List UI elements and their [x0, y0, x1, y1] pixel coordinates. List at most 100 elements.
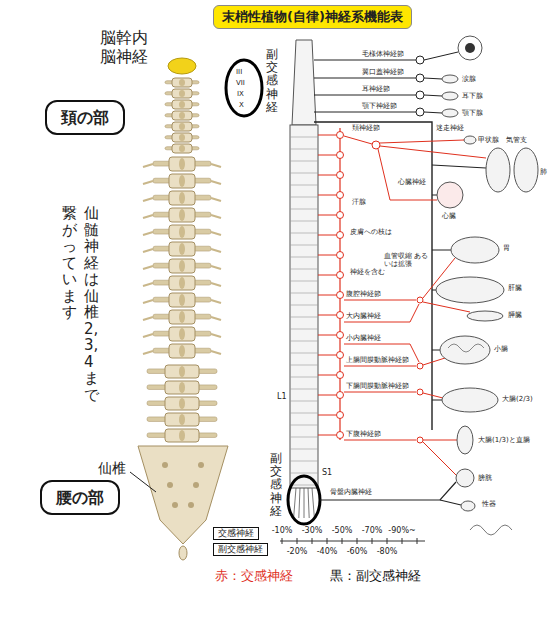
rib-stub	[211, 232, 221, 235]
cord-segment	[290, 473, 318, 474]
heart	[437, 182, 463, 208]
nerve-line	[380, 146, 486, 158]
organ-label: 膀胱	[478, 474, 492, 482]
scale-tick	[282, 538, 283, 544]
gland	[442, 75, 458, 83]
liver	[436, 277, 504, 303]
rib-stub	[211, 198, 221, 201]
chain-ganglion	[337, 332, 344, 339]
scale-tick	[312, 538, 313, 544]
vertebra	[169, 293, 195, 307]
cord-segment	[290, 257, 318, 258]
scale-tick	[357, 538, 358, 544]
nerve-line	[318, 155, 336, 156]
ganglion-label: 顎下神経節	[362, 102, 397, 110]
nerve-line	[344, 440, 416, 441]
cauda-fiber	[294, 488, 296, 518]
ganglion-label: 上腸間膜動脈神経節	[346, 356, 409, 364]
nerve-line	[318, 415, 336, 416]
vertebra	[169, 208, 195, 222]
vertebra	[172, 89, 192, 98]
nerve-line	[314, 78, 416, 79]
nerve-label: 副交感神経	[270, 452, 282, 518]
chain-ganglion	[337, 152, 344, 159]
rectum	[457, 426, 473, 454]
vertebra	[169, 327, 195, 341]
cord-segment	[290, 365, 318, 366]
ganglion	[416, 91, 424, 99]
scale-tick	[342, 538, 343, 544]
box-text: 交感神経	[218, 528, 254, 539]
cord-segment	[290, 173, 318, 174]
vertebra	[165, 413, 199, 426]
note-text: 神経を含む	[350, 268, 385, 276]
cauda-fiber	[299, 488, 300, 518]
nerve-line	[318, 355, 336, 356]
cord-segment	[290, 149, 318, 150]
organ-label: 涙腺	[462, 75, 476, 83]
bladder	[456, 469, 474, 487]
scale-value: -20%	[287, 547, 308, 557]
gland	[442, 92, 458, 100]
box-text: 腰の部	[56, 488, 104, 507]
rib-stub	[211, 300, 221, 303]
sacral-foramen	[167, 482, 173, 488]
brainstem	[292, 40, 316, 125]
cord-segment	[290, 401, 318, 402]
vertebra	[169, 242, 195, 256]
nerve-line	[380, 140, 464, 143]
sacral-foramen	[172, 502, 178, 508]
ganglion-label: 下腹神経節	[346, 430, 381, 438]
rib-stub	[143, 198, 153, 201]
vertebra	[165, 381, 199, 394]
nerve-line	[432, 400, 442, 401]
note-text: 血管収縮 あるいは拡張	[384, 252, 430, 269]
eye	[458, 36, 482, 60]
rib-stub	[143, 283, 153, 286]
spinous-process	[179, 328, 185, 340]
cord-segment	[290, 485, 318, 486]
spinous-process	[179, 294, 185, 306]
rib-stub	[143, 249, 153, 252]
nerve-line	[318, 295, 336, 296]
nerve-label: 副交感神経	[266, 48, 278, 114]
rib-stub	[143, 181, 153, 184]
chain-ganglion	[337, 272, 344, 279]
rib-stub	[211, 181, 221, 184]
cord-segment	[290, 293, 318, 294]
highlight-circle	[288, 476, 320, 524]
genital	[461, 501, 475, 511]
nerve-line	[344, 392, 416, 393]
nerve-line	[440, 500, 461, 505]
segment-label: L1	[277, 392, 287, 402]
scale-value: -80%	[377, 547, 398, 557]
organ-label: 汗腺	[352, 198, 366, 206]
spinous-process	[179, 101, 185, 108]
stomach	[451, 237, 499, 263]
ganglion-label: 迷走神経	[436, 124, 464, 132]
nerve-line	[344, 304, 419, 322]
ganglion-label: 翼口蓋神経節	[362, 68, 404, 76]
cord-segment	[290, 353, 318, 354]
vertebra	[172, 111, 192, 120]
vertebra	[165, 397, 199, 410]
chain-ganglion	[337, 352, 344, 359]
scale-value: -70%	[362, 526, 383, 536]
box-text: 副交感神経	[218, 544, 263, 555]
organ-label: 肺	[540, 168, 547, 176]
legend-note: 赤：交感神経	[215, 568, 293, 584]
scale-value: -10%	[272, 526, 293, 536]
nerve-line	[344, 300, 416, 301]
scale-value: -50%	[332, 526, 353, 536]
cord-segment	[290, 221, 318, 222]
chain-ganglion	[337, 312, 344, 319]
note-text: 皮膚への枝は	[350, 228, 392, 236]
ganglion-label: 下腸間膜動脈神経節	[346, 382, 409, 390]
rib-stub	[211, 215, 221, 218]
note-text: 仙髄神経は仙椎2,3,4まで	[84, 205, 99, 403]
cord-segment	[290, 317, 318, 318]
nerve-line	[432, 290, 436, 291]
spinous-process	[179, 382, 185, 393]
rib-stub	[143, 215, 153, 218]
